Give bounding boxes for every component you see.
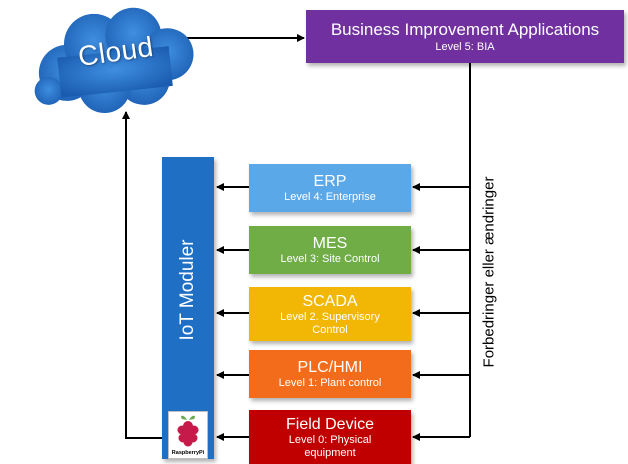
bia-box: Business Improvement Applications Level … <box>306 10 624 63</box>
cloud-shape: Cloud <box>18 2 208 120</box>
level-subtitle: Level 4: Enterprise <box>284 191 376 203</box>
level-subtitle: Level 0: Physical equipment <box>288 433 372 459</box>
cloud-icon <box>34 7 194 114</box>
level-box-field: Field Device Level 0: Physical equipment <box>249 410 411 464</box>
level-box-erp: ERP Level 4: Enterprise <box>249 164 411 212</box>
raspberry-pi-label: RaspberryPi <box>171 450 205 456</box>
level-title: MES <box>312 235 348 252</box>
level-subtitle: Level 1: Plant control <box>278 377 382 389</box>
level-title: Field Device <box>285 415 375 433</box>
raspberry-icon <box>177 415 199 447</box>
level-box-mes: MES Level 3: Site Control <box>249 226 411 274</box>
feedback-label: Forbedringer eller ændringer <box>480 176 498 368</box>
level-subtitle: Level 3: Site Control <box>280 253 380 265</box>
iot-module-bar: IoT Moduler <box>162 157 214 459</box>
level-title: PLC/HMI <box>297 359 363 376</box>
bia-subtitle: Level 5: BIA <box>435 41 495 53</box>
level-title: SCADA <box>302 292 358 310</box>
level-box-scada: SCADA Level 2. Supervisory Control <box>249 287 411 341</box>
level-box-plc: PLC/HMI Level 1: Plant control <box>249 350 411 398</box>
iot-label: IoT Moduler <box>177 239 198 341</box>
arrow-iot-to-cloud <box>122 111 162 439</box>
raspberry-pi-logo: RaspberryPi <box>168 411 208 459</box>
level-subtitle: Level 2. Supervisory Control <box>280 310 380 336</box>
level-title: ERP <box>313 173 347 190</box>
bia-title: Business Improvement Applications <box>330 20 600 39</box>
